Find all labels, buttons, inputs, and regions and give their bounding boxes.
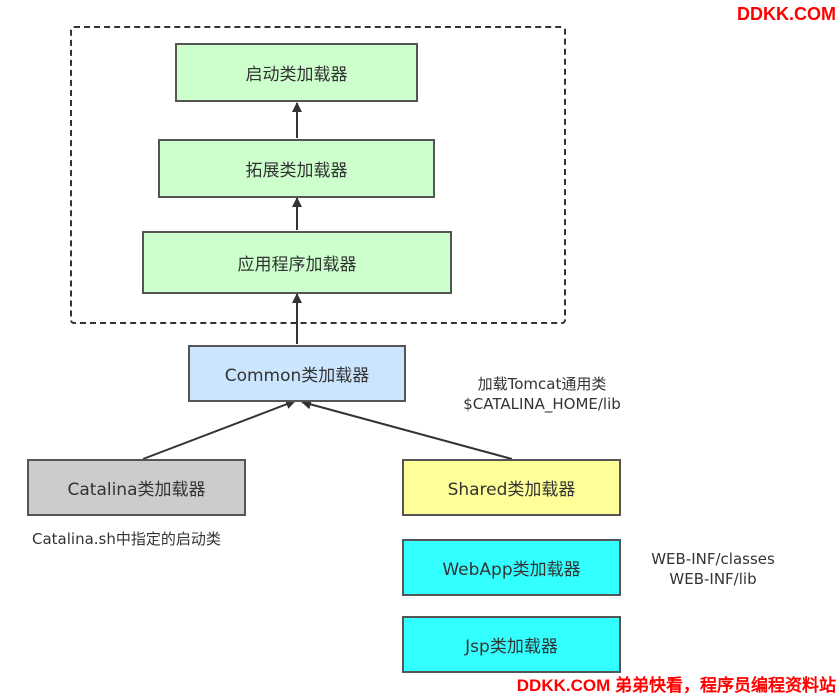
webapp-note-line2: WEB-INF/lib <box>669 570 757 588</box>
bootstrap-loader-label: 启动类加载器 <box>245 65 348 85</box>
watermark-bottom: DDKK.COM 弟弟快看，程序员编程资料站 <box>516 676 836 695</box>
arrow-catalina-to-common <box>142 399 296 460</box>
jsp-loader-node: Jsp类加载器 <box>402 616 621 673</box>
arrow-shared-to-common <box>301 399 513 460</box>
shared-loader-node: Shared类加载器 <box>402 459 621 516</box>
common-note-line2: $CATALINA_HOME/lib <box>463 395 621 413</box>
catalina-loader-note: Catalina.sh中指定的启动类 <box>32 530 221 548</box>
catalina-loader-node: Catalina类加载器 <box>27 459 246 516</box>
application-loader-label: 应用程序加载器 <box>237 255 357 275</box>
webapp-loader-note: WEB-INF/classes WEB-INF/lib <box>648 549 778 589</box>
webapp-loader-label: WebApp类加载器 <box>442 560 581 580</box>
jsp-loader-label: Jsp类加载器 <box>465 637 558 657</box>
webapp-note-line1: WEB-INF/classes <box>651 550 775 568</box>
common-note-line1: 加载Tomcat通用类 <box>477 375 607 393</box>
common-loader-node: Common类加载器 <box>188 345 406 402</box>
extension-loader-node: 拓展类加载器 <box>158 139 435 198</box>
jvm-loaders-group-border <box>70 26 566 324</box>
extension-loader-label: 拓展类加载器 <box>245 161 348 181</box>
catalina-loader-label: Catalina类加载器 <box>67 480 206 500</box>
webapp-loader-node: WebApp类加载器 <box>402 539 621 596</box>
bootstrap-loader-node: 启动类加载器 <box>175 43 418 102</box>
common-loader-note: 加载Tomcat通用类 $CATALINA_HOME/lib <box>452 374 632 414</box>
shared-loader-label: Shared类加载器 <box>447 480 576 500</box>
watermark-top: DDKK.COM <box>737 4 836 24</box>
application-loader-node: 应用程序加载器 <box>142 231 452 294</box>
common-loader-label: Common类加载器 <box>224 366 370 386</box>
